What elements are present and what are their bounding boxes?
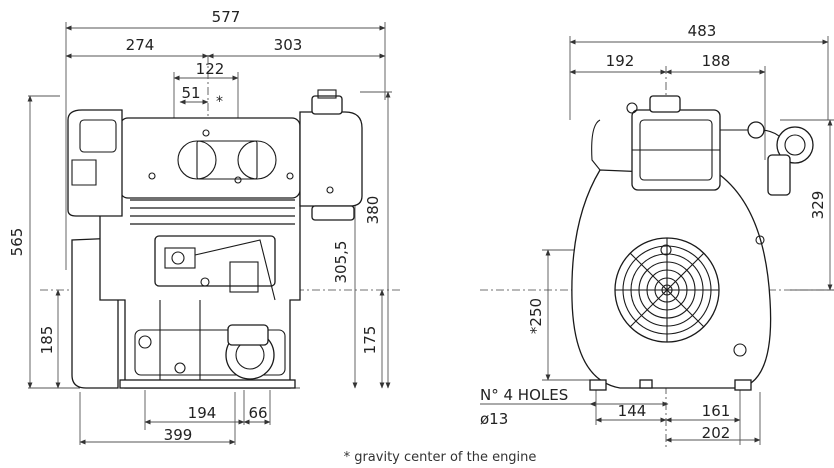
- front-dimension-labels: 577 274 303 122 51 * 565 185 380 305,5 1…: [8, 8, 382, 444]
- hole-diameter: ø13: [480, 410, 508, 428]
- holes-label: N° 4 HOLES: [480, 386, 568, 404]
- dim-329: 329: [809, 191, 827, 220]
- dim-202: 202: [702, 424, 731, 442]
- dim-66: 66: [248, 404, 267, 422]
- dim-188: 188: [702, 52, 731, 70]
- dim-175: 175: [361, 326, 379, 355]
- front-engine-outline: [67, 89, 363, 389]
- dim-483: 483: [688, 22, 717, 40]
- dim-274: 274: [126, 36, 155, 54]
- dim-161: 161: [702, 402, 731, 420]
- cylinder-fins: [130, 199, 295, 225]
- front-dimension-lines: [27, 22, 400, 445]
- dim-144: 144: [618, 402, 647, 420]
- dim-305-5: 305,5: [332, 241, 350, 284]
- dim-399: 399: [164, 426, 193, 444]
- side-engine-outline: [571, 95, 814, 391]
- fan-grille: [614, 237, 720, 343]
- dim-577: 577: [212, 8, 241, 26]
- side-dimension-labels: 483 192 188 329 *250 N° 4 HOLES ø13 144 …: [480, 22, 827, 442]
- footnote: * gravity center of the engine: [344, 450, 537, 465]
- dim-122: 122: [196, 60, 225, 78]
- gravity-mark-front: *: [216, 94, 223, 110]
- dim-250: *250: [527, 298, 545, 334]
- dim-185: 185: [38, 326, 56, 355]
- dim-565: 565: [8, 228, 26, 257]
- dim-194: 194: [188, 404, 217, 422]
- dim-192: 192: [606, 52, 635, 70]
- front-view: 577 274 303 122 51 * 565 185 380 305,5 1…: [8, 8, 400, 445]
- dim-303: 303: [274, 36, 303, 54]
- side-view: 483 192 188 329 *250 N° 4 HOLES ø13 144 …: [480, 22, 834, 450]
- dim-380: 380: [364, 196, 382, 225]
- dim-51: 51: [181, 84, 200, 102]
